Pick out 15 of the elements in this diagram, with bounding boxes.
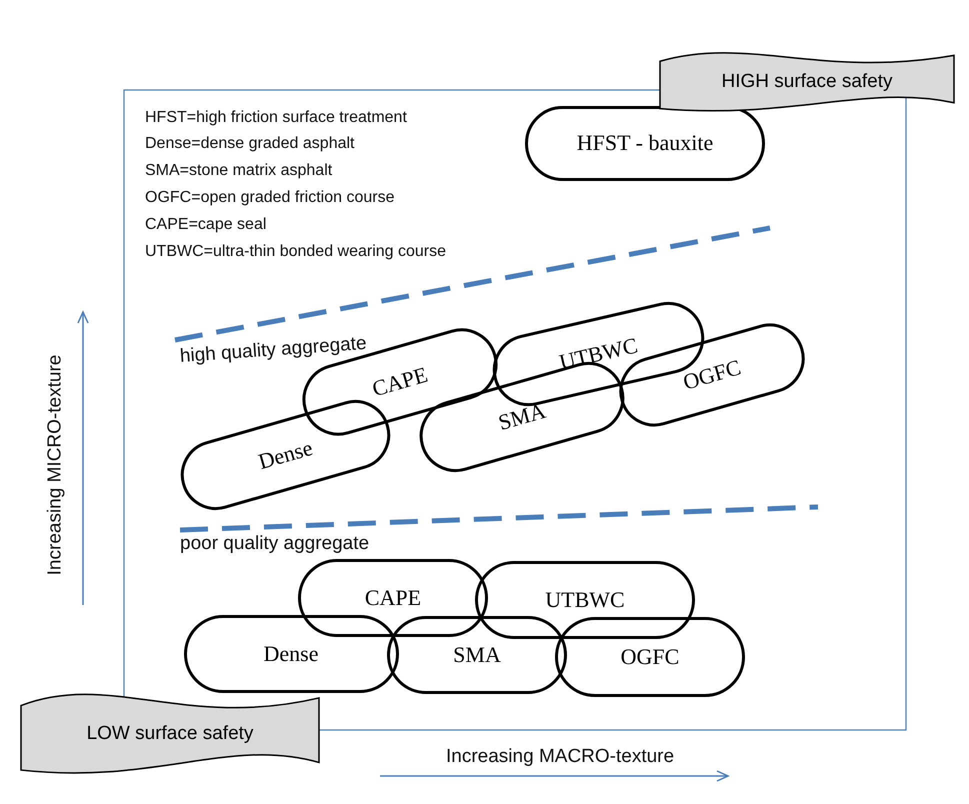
abbreviation-note: CAPE=cape seal: [145, 216, 266, 234]
pavement-type-pill: CAPE: [298, 559, 488, 637]
axis-label: Increasing MACRO-texture: [446, 746, 674, 768]
axis-label: Increasing MICRO-texture: [44, 354, 66, 576]
pavement-type-pill: HFST - bauxite: [525, 106, 765, 180]
pavement-type-pill: OGFC: [555, 617, 745, 697]
abbreviation-note: HFST=high friction surface treatment: [145, 109, 407, 127]
abbreviation-note: Dense=dense graded asphalt: [145, 135, 354, 153]
abbreviation-note: OGFC=open graded friction course: [145, 189, 394, 207]
abbreviation-note: UTBWC=ultra-thin bonded wearing course: [145, 243, 446, 261]
pavement-type-pill: UTBWC: [475, 561, 695, 639]
abbreviation-note: SMA=stone matrix asphalt: [145, 162, 332, 180]
pavement-type-pill: SMA: [387, 616, 567, 694]
pavement-type-pill: Dense: [184, 615, 398, 693]
zone-label: poor quality aggregate: [180, 533, 370, 555]
